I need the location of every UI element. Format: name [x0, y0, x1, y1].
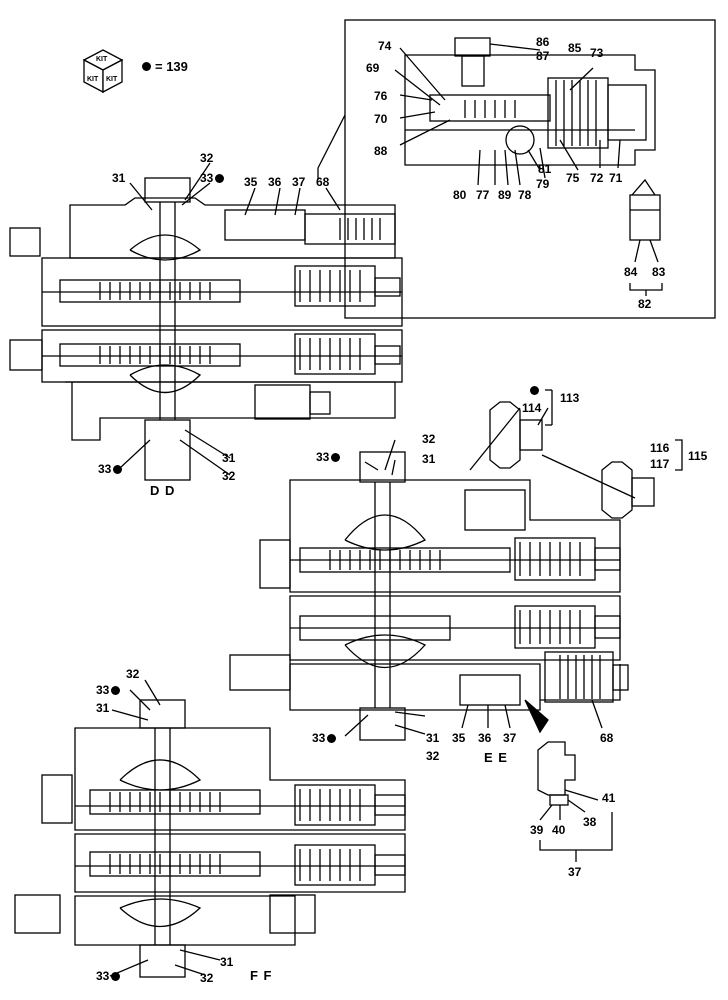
callout: 31: [96, 701, 110, 715]
callout: 32: [422, 432, 436, 446]
callout: 33: [200, 172, 225, 184]
callout: 32: [200, 151, 214, 165]
section-label-f: F F: [250, 968, 273, 983]
callout: 32: [200, 971, 214, 985]
callout: 37: [292, 175, 306, 189]
section-label-d: D D: [150, 483, 176, 498]
callout: 86: [536, 35, 550, 49]
kit-box-icon: [82, 49, 124, 94]
section-label-e: E E: [484, 750, 508, 765]
callout: 71: [609, 171, 623, 185]
callout: 116: [650, 441, 670, 455]
kit-label-right: KIT: [106, 76, 118, 83]
callout: 87: [536, 49, 550, 63]
callout: 32: [126, 667, 140, 681]
callout: 72: [590, 171, 604, 185]
callout: 81: [538, 162, 552, 176]
callout: 41: [602, 791, 616, 805]
bullet-dot-icon: [142, 62, 151, 71]
callout: 69: [366, 61, 380, 75]
callout: 89: [498, 188, 512, 202]
bullet-dot-icon: [215, 174, 225, 184]
callout: 82: [638, 297, 652, 311]
callout: 38: [583, 815, 597, 829]
plug-114: [489, 389, 553, 469]
callout: 77: [476, 188, 490, 202]
bullet-dot-icon: [111, 686, 121, 696]
callout: 37: [503, 731, 517, 745]
small-part-37: [537, 741, 613, 862]
callout: 31: [426, 731, 440, 745]
callout: 32: [222, 469, 236, 483]
callout: 80: [453, 188, 467, 202]
callout: 76: [374, 89, 388, 103]
kit-label-left: KIT: [87, 76, 99, 83]
callout: 114: [522, 401, 542, 415]
callout: 68: [316, 175, 330, 189]
callout: 84: [624, 265, 638, 279]
detail-inset-frame: [344, 19, 716, 319]
callout: 31: [220, 955, 234, 969]
callout: 36: [268, 175, 282, 189]
bullet-dot-icon: [331, 453, 341, 463]
callout: 33: [96, 684, 121, 696]
callout: 36: [478, 731, 492, 745]
callout: 35: [452, 731, 466, 745]
callout: 37: [568, 865, 582, 879]
callout: 85: [568, 41, 582, 55]
callout: 78: [518, 188, 532, 202]
callout: 115: [688, 449, 708, 463]
callout: 75: [566, 171, 580, 185]
callout: 83: [652, 265, 666, 279]
callout: 113: [560, 391, 580, 405]
callout: 68: [600, 731, 614, 745]
valve-top-left: [9, 177, 403, 481]
callout: 88: [374, 144, 388, 158]
callout: 31: [422, 452, 436, 466]
callout: 33: [96, 970, 121, 982]
callout: 32: [426, 749, 440, 763]
callout: 35: [244, 175, 258, 189]
bullet-dot-icon: [113, 465, 123, 475]
bullet-dot-icon: [530, 386, 539, 395]
kit-count: = 139: [155, 59, 188, 74]
callout: 74: [378, 39, 392, 53]
bullet-dot-icon: [327, 734, 337, 744]
callout: 39: [530, 823, 544, 837]
bullet-dot-icon: [111, 972, 121, 982]
callout: 33: [312, 732, 337, 744]
callout: 40: [552, 823, 566, 837]
callout: 73: [590, 46, 604, 60]
callout: 79: [536, 177, 550, 191]
valve-bottom-left: [14, 679, 406, 978]
callout: 31: [112, 171, 126, 185]
plug-117: [601, 439, 683, 519]
callout: 33: [316, 451, 341, 463]
kit-label-top: KIT: [96, 56, 108, 63]
callout: 117: [650, 457, 670, 471]
valve-middle: [229, 407, 636, 741]
callout: 70: [374, 112, 388, 126]
callout: 33: [98, 463, 123, 475]
callout: 31: [222, 451, 236, 465]
inset-detail-assembly: [394, 37, 663, 296]
